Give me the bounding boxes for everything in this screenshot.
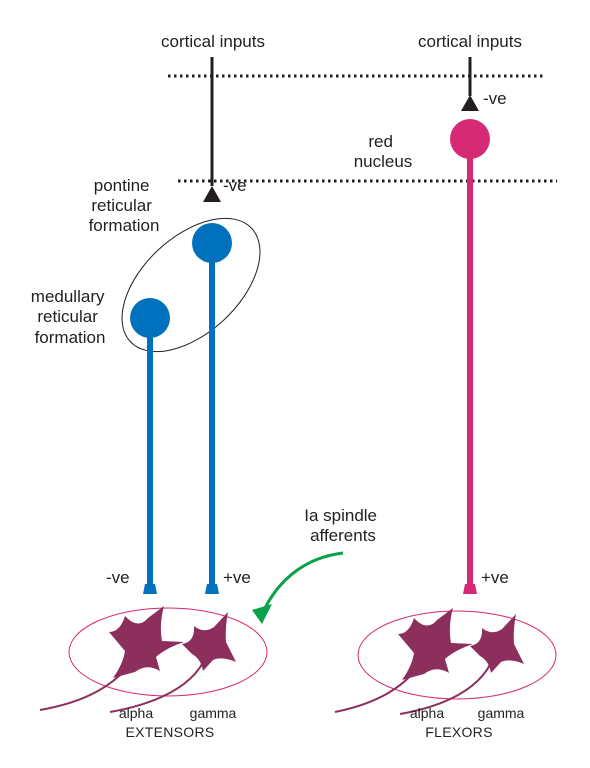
ve-label-flexors: +ve — [481, 568, 509, 587]
cortical-terminal-left — [203, 186, 221, 202]
extensor-gamma-label: gamma — [190, 705, 237, 721]
pontine-reticular-formation-label: pontine reticular formation — [89, 176, 160, 235]
ve-label-red: -ve — [483, 89, 507, 108]
cortical-inputs-left-label: cortical inputs — [161, 32, 265, 51]
flexor-alpha-label: alpha — [410, 705, 444, 721]
extensor-motor-pool — [68, 607, 268, 697]
cortical-terminal-right — [461, 95, 479, 111]
extensor-alpha-label: alpha — [119, 705, 153, 721]
flexor-alpha-motoneuron — [398, 608, 473, 680]
ia-afferent-fiber — [260, 551, 344, 615]
cortical-inputs-right-label: cortical inputs — [418, 32, 522, 51]
pontine-reticular-neuron — [192, 223, 232, 263]
ve-label-pontine: -ve — [223, 176, 247, 195]
flexor-gamma-label: gamma — [478, 705, 525, 721]
ve-label-extensor-gamma: +ve — [223, 568, 251, 587]
medullary-reticular-neuron — [130, 298, 170, 338]
extensor-alpha-motoneuron — [109, 606, 184, 678]
ia-afferent-terminal — [252, 604, 272, 624]
flexor-motor-pool — [357, 610, 557, 700]
flexors-label: FLEXORS — [425, 724, 492, 740]
pontine-terminal — [205, 584, 219, 594]
ia-spindle-afferents-label: Ia spindle afferents — [304, 506, 382, 545]
red-nucleus-neuron — [450, 119, 490, 159]
reticular-formation-outline — [121, 217, 261, 353]
flexor-gamma-motoneuron — [470, 614, 524, 673]
medullary-terminal — [143, 584, 157, 594]
extensors-label: EXTENSORS — [125, 724, 214, 740]
ve-label-extensor-alpha: -ve — [106, 568, 130, 587]
rubrospinal-terminal — [463, 584, 477, 594]
medullary-reticular-formation-label: medullary reticular formation — [31, 287, 109, 347]
red-nucleus-label: red nucleus — [354, 132, 413, 171]
extensor-gamma-motoneuron — [182, 612, 236, 671]
